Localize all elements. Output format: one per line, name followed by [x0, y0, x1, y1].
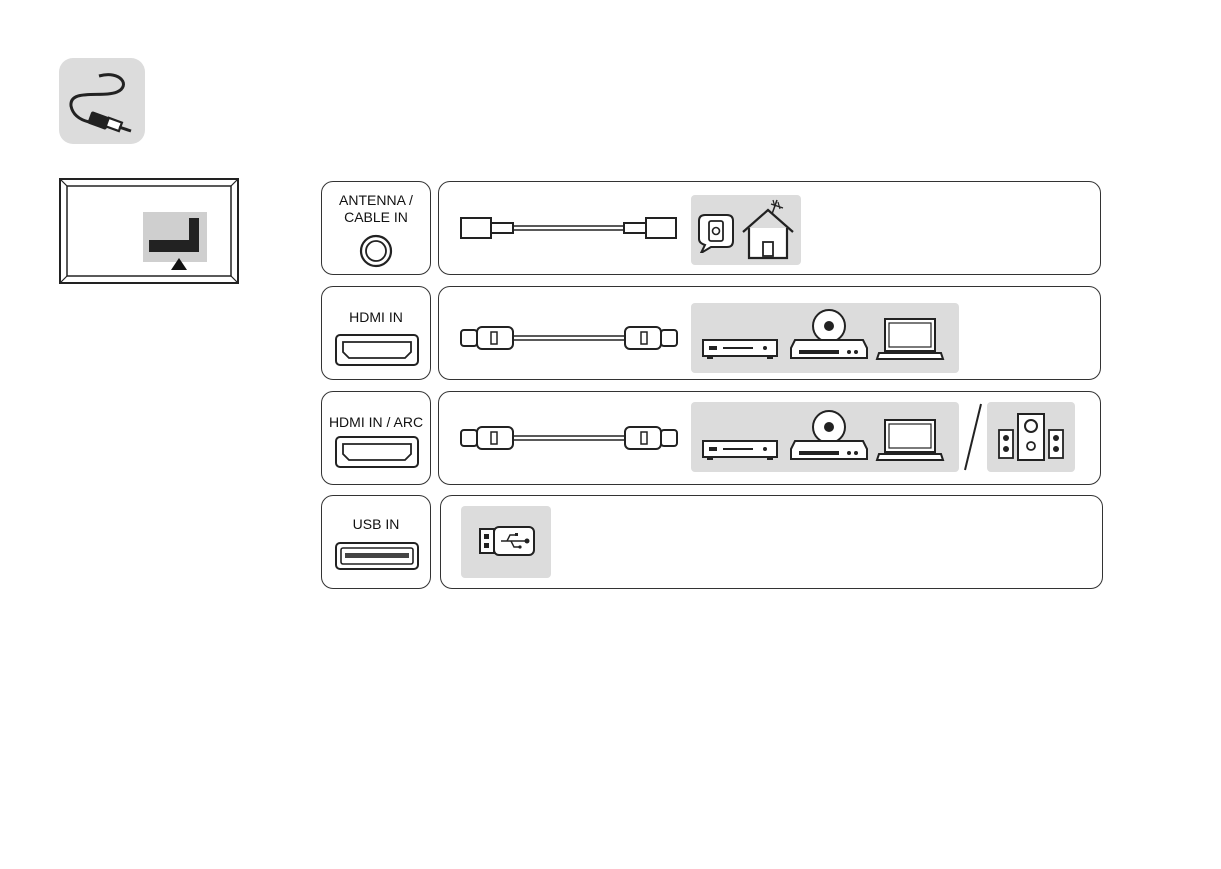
arc-devices-panel — [691, 402, 959, 472]
port-label-cable-in: CABLE IN — [322, 209, 430, 225]
antenna-source-panel — [691, 195, 801, 265]
cable-panel-usb-in — [440, 495, 1103, 589]
set-top-box-icon — [701, 336, 779, 362]
laptop-icon — [875, 317, 945, 365]
cable-panel-hdmi-in — [438, 286, 1101, 380]
coaxial-cable-icon — [459, 215, 679, 241]
usb-port-icon — [335, 542, 419, 570]
port-usb-in: USB IN — [321, 495, 431, 589]
cable-panel-hdmi-arc — [438, 391, 1101, 485]
port-hdmi-in-arc: HDMI IN / ARC — [321, 391, 431, 485]
laptop-icon — [875, 418, 945, 466]
dvd-player-icon — [789, 308, 869, 364]
cable-panel-antenna — [438, 181, 1101, 275]
speakers-icon — [987, 402, 1075, 472]
usb-device-panel — [461, 506, 551, 578]
dvd-player-icon — [789, 409, 869, 465]
set-top-box-icon — [701, 437, 779, 463]
house-antenna-icon — [739, 198, 797, 262]
port-antenna-cable-in: ANTENNA / CABLE IN — [321, 181, 431, 275]
tv-back-panel-icon — [59, 178, 239, 284]
hdmi-cable-icon — [459, 425, 679, 451]
port-label-usb-in: USB IN — [322, 516, 430, 532]
hdmi-cable-icon — [459, 325, 679, 351]
port-label-hdmi-in-arc: HDMI IN / ARC — [322, 414, 430, 430]
hdmi-port-icon — [335, 334, 419, 366]
hdmi-port-icon — [335, 436, 419, 468]
usb-stick-icon — [479, 526, 535, 556]
port-label-hdmi-in: HDMI IN — [322, 309, 430, 325]
up-triangle-icon — [171, 258, 187, 270]
port-label-antenna: ANTENNA / — [322, 192, 430, 208]
wall-outlet-icon — [697, 213, 737, 253]
hdmi-devices-panel — [691, 303, 959, 373]
port-hdmi-in: HDMI IN — [321, 286, 431, 380]
slash-separator — [961, 402, 985, 472]
cable-plug-icon — [59, 58, 145, 144]
coaxial-port-icon — [358, 233, 394, 269]
